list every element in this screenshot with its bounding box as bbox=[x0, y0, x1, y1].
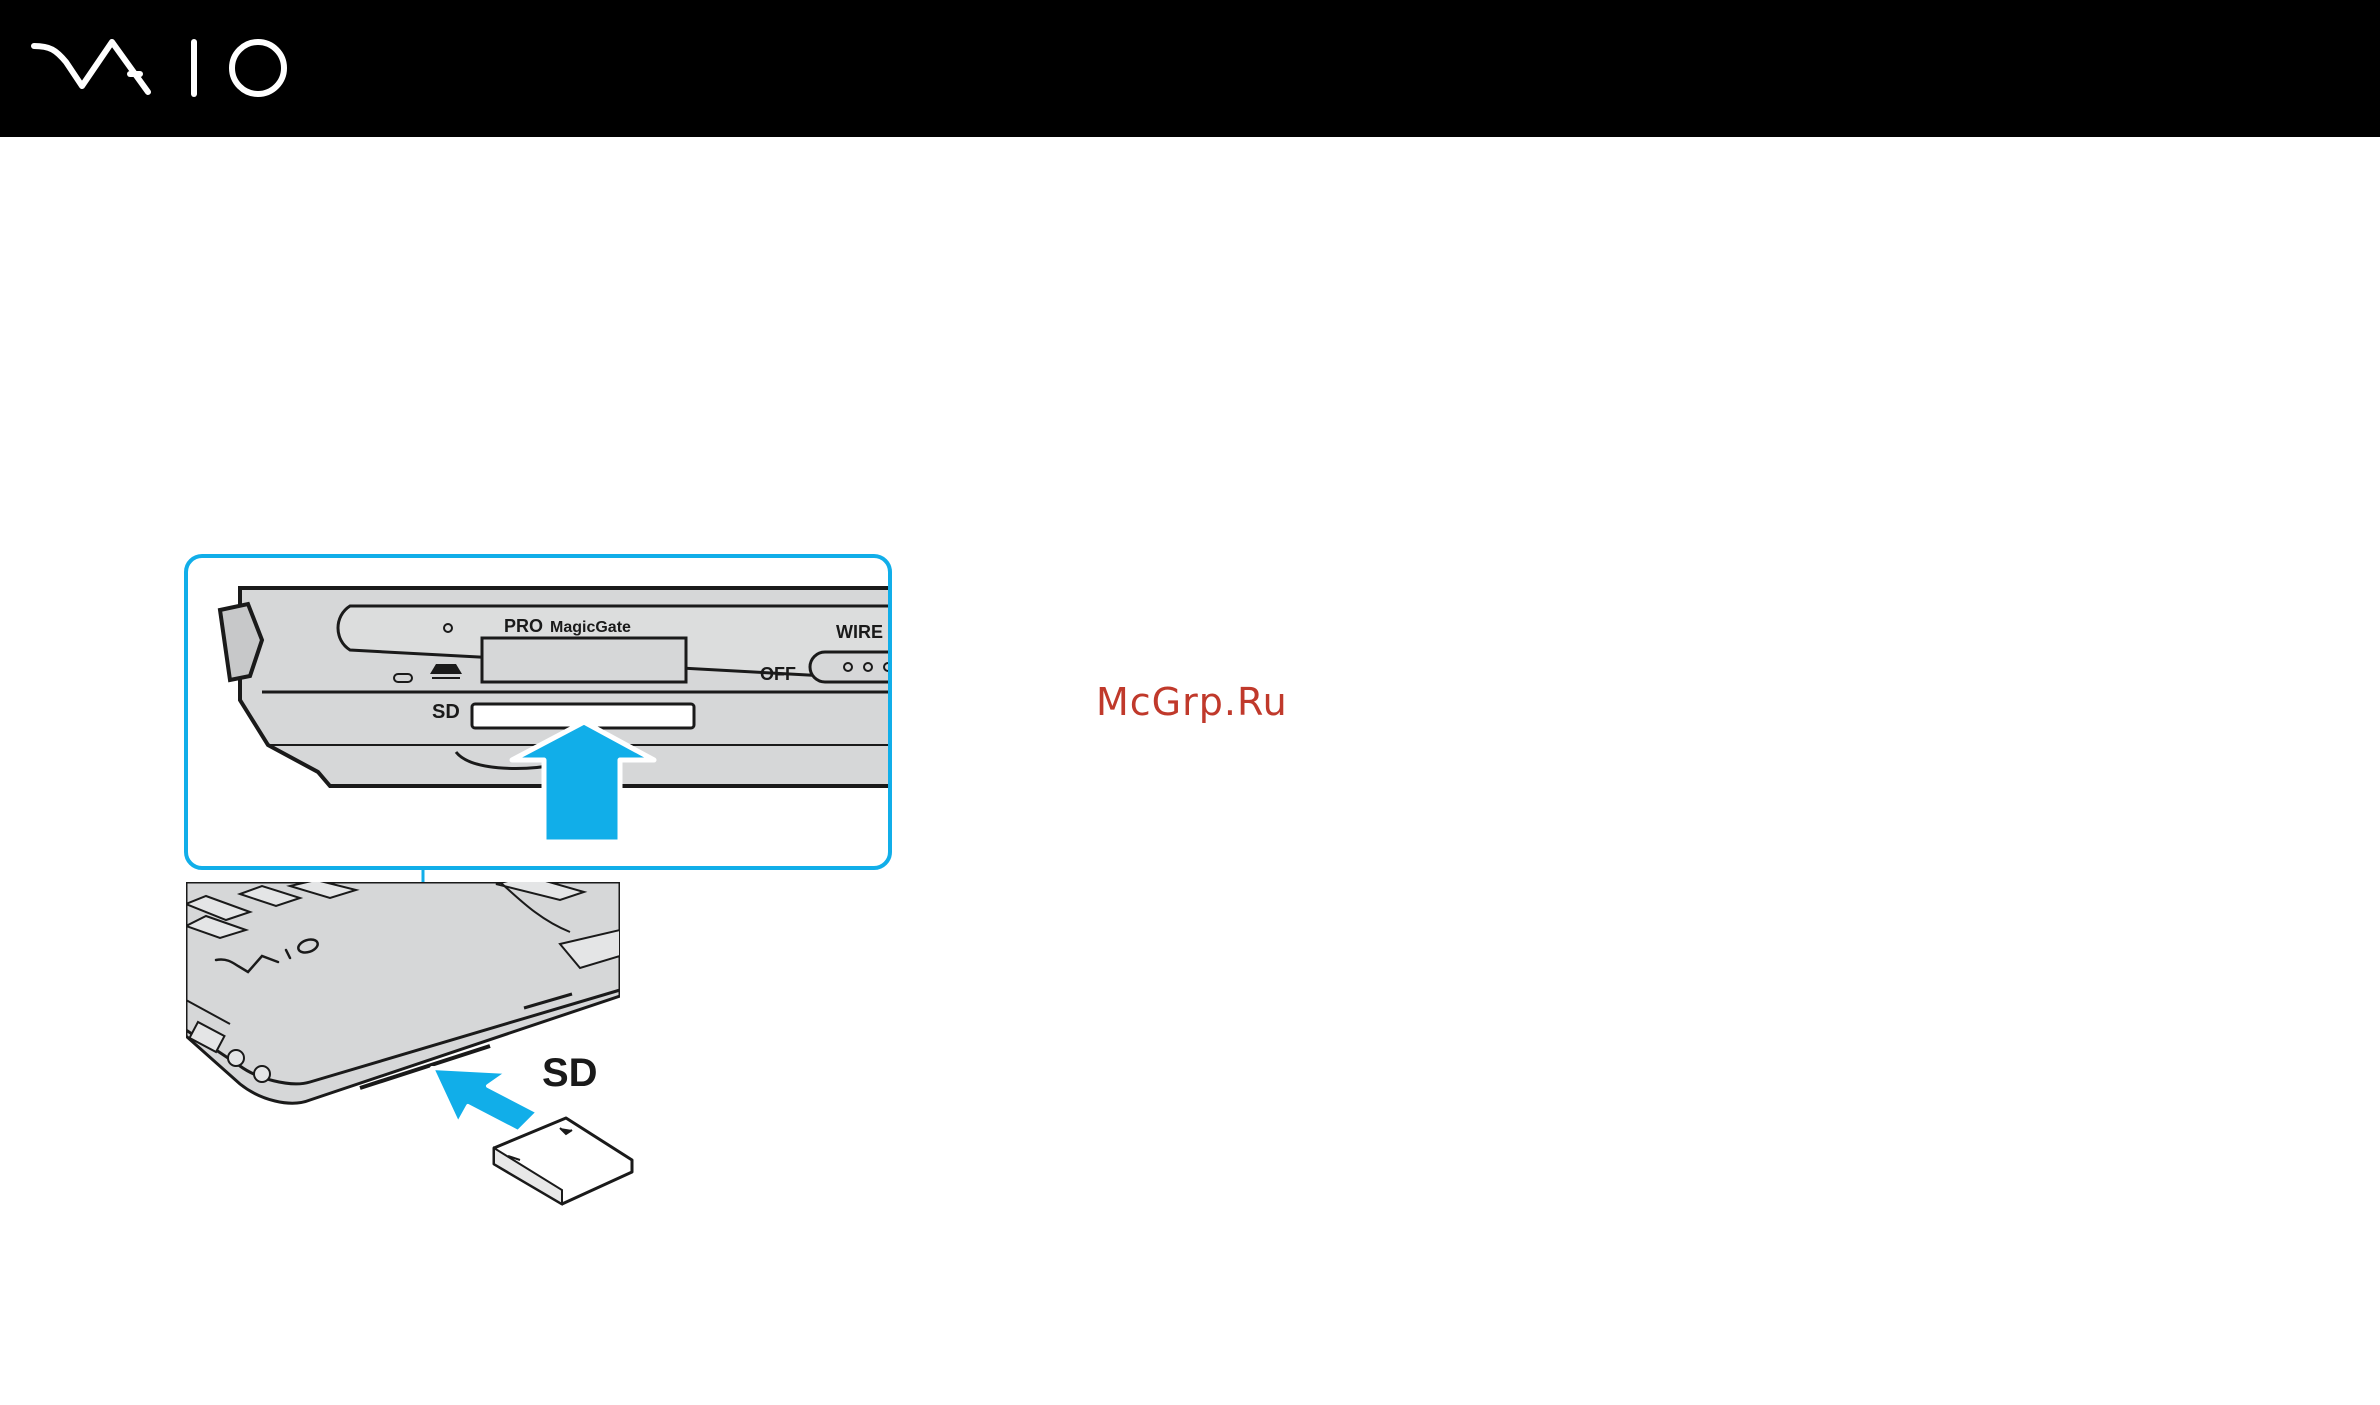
magicgate-label: MagicGate bbox=[550, 619, 631, 636]
sd-slot-label: SD bbox=[432, 701, 460, 723]
pro-label: PRO bbox=[504, 616, 543, 636]
sd-card-label: SD bbox=[542, 1051, 598, 1095]
insert-arrow-small-icon bbox=[432, 1068, 538, 1132]
zoom-detail-panel: PRO MagicGate WIRE OFF SD bbox=[186, 556, 910, 868]
watermark-text: McGrp.Ru bbox=[1096, 680, 1288, 724]
wireless-label: WIRE bbox=[836, 622, 883, 642]
off-switch-label: OFF bbox=[760, 664, 796, 684]
